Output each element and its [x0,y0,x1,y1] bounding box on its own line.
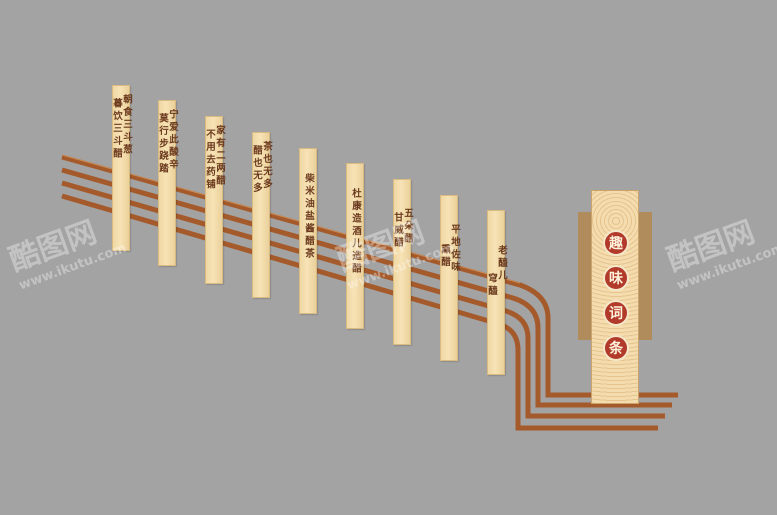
plank-7-col-2: 甘威醋 [392,212,403,250]
plank-9-col-2: 穹醯 [486,273,497,298]
plank-3-col-1: 家有二两醋 [214,125,225,188]
plank-5-col-1: 柴米油盐酱醋茶 [303,173,314,261]
plank-7: 五朵醋 甘威醋 [392,179,413,345]
plank-1-col-1: 朝食三斗葱 [121,94,132,157]
plank-8-col-1: 平地佐味 [449,224,460,274]
title-char-1: 趣 [603,230,629,256]
title-board-inner [591,190,639,404]
plank-4: 茶也无多 醋也无多 [251,132,272,298]
plank-1-col-2: 暮饮三斗醋 [111,98,122,161]
title-char-4: 条 [603,335,629,361]
plank-6: 杜康造酒儿造醋 [346,163,364,329]
plank-8-col-2: 熏醋 [439,244,450,269]
plank-3-col-2: 不用去药铺 [204,129,215,192]
plank-6-col-1: 杜康造酒儿造醋 [350,188,361,276]
plank-1: 朝食三斗葱 暮饮三斗醋 [111,85,132,251]
plank-4-col-1: 茶也无多 [261,141,272,191]
stripe-2 [61,167,672,408]
stripe-3 [61,180,665,419]
plank-2: 宁爱此酸辛 莫行步跷踏 [157,100,178,266]
plank-3: 家有二两醋 不用去药铺 [204,116,225,284]
title-char-2: 味 [603,265,629,291]
stripe-1 [61,154,678,398]
title-char-3: 词 [603,300,629,326]
plank-8: 平地佐味 熏醋 [439,195,460,361]
plank-9-col-1: 老醯儿 [496,245,507,283]
plank-9: 老醯儿 穹醯 [486,210,507,375]
plank-2-col-2: 莫行步跷踏 [157,113,168,176]
plank-7-col-1: 五朵醋 [402,208,413,246]
plank-5: 柴米油盐酱醋茶 [299,148,317,314]
plank-2-col-1: 宁爱此酸辛 [167,109,178,172]
plank-4-col-2: 醋也无多 [251,145,262,195]
